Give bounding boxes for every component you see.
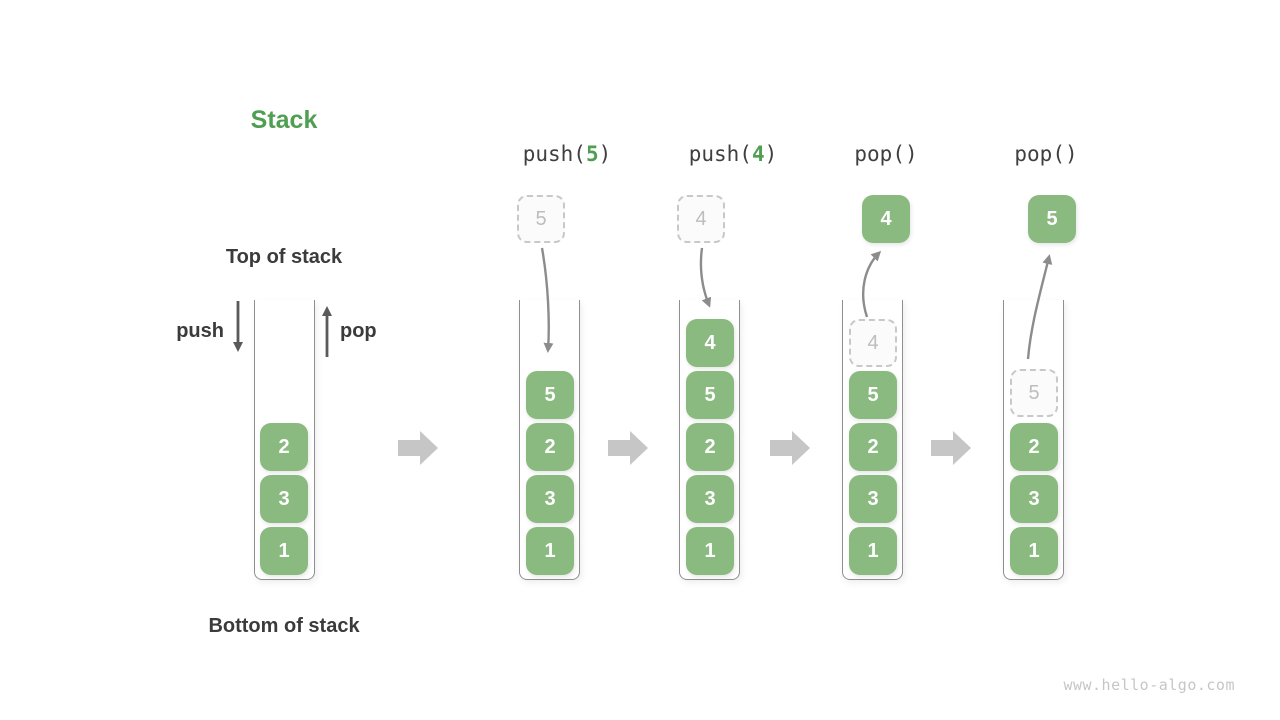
stack-box: 1: [1010, 527, 1058, 575]
transition-arrow-icon: [931, 431, 971, 465]
stack-box: 3: [1010, 475, 1058, 523]
pushing-box-ghost: 4: [677, 195, 725, 243]
bottom-of-stack-label: Bottom of stack: [208, 615, 360, 637]
top-of-stack-label: Top of stack: [225, 246, 343, 268]
op-arg: 4: [751, 142, 765, 166]
op-suffix: ): [598, 142, 612, 166]
op-prefix: push(: [688, 142, 752, 166]
pop-label: pop: [340, 320, 377, 342]
diagram-title: Stack: [250, 106, 318, 134]
stack-box: 1: [686, 527, 734, 575]
transition-arrow-icon: [608, 431, 648, 465]
op-arg: 5: [585, 142, 599, 166]
pushing-box-ghost: 5: [517, 195, 565, 243]
operation-label-pop-1: pop(): [786, 142, 986, 166]
stack-box: 2: [260, 423, 308, 471]
watermark: www.hello-algo.com: [1063, 676, 1235, 694]
stack-box: 4: [686, 319, 734, 367]
removed-box-ghost: 4: [849, 319, 897, 367]
op-prefix: pop(): [1014, 142, 1078, 166]
stack-box: 3: [260, 475, 308, 523]
stack-box: 3: [526, 475, 574, 523]
popped-box: 4: [862, 195, 910, 243]
stack-box: 3: [849, 475, 897, 523]
stack-container-after-push5: [519, 300, 580, 580]
popped-box: 5: [1028, 195, 1076, 243]
stack-box: 1: [526, 527, 574, 575]
op-suffix: ): [764, 142, 778, 166]
op-prefix: pop(): [854, 142, 918, 166]
stack-box: 2: [526, 423, 574, 471]
transition-arrow-icon: [398, 431, 438, 465]
stack-container-after-pop1: [842, 300, 903, 580]
op-prefix: push(: [522, 142, 586, 166]
operation-label-pop-2: pop(): [946, 142, 1146, 166]
stack-box: 1: [849, 527, 897, 575]
stack-container-after-push4: [679, 300, 740, 580]
stack-box: 5: [849, 371, 897, 419]
stack-box: 3: [686, 475, 734, 523]
removed-box-ghost: 5: [1010, 369, 1058, 417]
operation-label-push4: push(4): [633, 142, 833, 166]
stack-box: 5: [526, 371, 574, 419]
stack-box: 2: [849, 423, 897, 471]
stack-box: 2: [1010, 423, 1058, 471]
push4-curved-arrow-icon: [699, 247, 712, 308]
transition-arrow-icon: [770, 431, 810, 465]
stack-box: 5: [686, 371, 734, 419]
push-label: push: [176, 320, 224, 342]
stack-container-after-pop2: [1003, 300, 1064, 580]
stack-box: 1: [260, 527, 308, 575]
stack-box: 2: [686, 423, 734, 471]
operation-label-push5: push(5): [467, 142, 667, 166]
stack-container-initial: [254, 300, 315, 580]
